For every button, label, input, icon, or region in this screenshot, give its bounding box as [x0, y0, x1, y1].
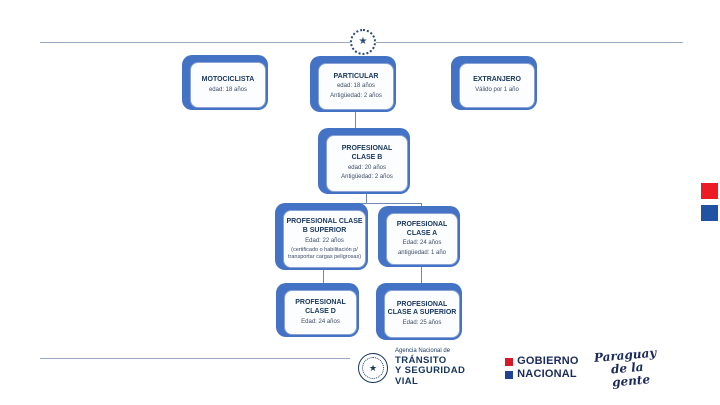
- nacional-row: NACIONAL: [505, 369, 579, 380]
- footer-logos: ★ Agencia Nacional de TRÁNSITO Y SEGURID…: [350, 342, 685, 394]
- node-card: PARTICULAR edad: 18 años Antigüedad: 2 a…: [318, 63, 394, 110]
- node-title: PROFESIONAL CLASE A: [396, 220, 448, 237]
- node-profesional-clase-b: PROFESIONAL CLASE B edad: 20 años Antigü…: [318, 128, 410, 194]
- node-title: PROFESIONAL CLASE D: [295, 299, 346, 315]
- antsv-seal-icon: ★: [358, 353, 388, 383]
- node-title: EXTRANJERO: [473, 76, 521, 84]
- node-detail: Antigüedad: 2 años: [341, 174, 393, 181]
- paraguay-de-la-gente-logo: Paraguay de la gente: [593, 344, 686, 391]
- connector-line: [323, 268, 324, 290]
- star-icon: ★: [368, 362, 378, 373]
- node-detail: Válido por 1 año: [475, 87, 519, 94]
- star-icon: ★: [358, 36, 368, 47]
- node-title: MOTOCICLISTA: [201, 75, 255, 83]
- connector-line: [421, 265, 422, 290]
- blue-square-icon: [505, 370, 514, 379]
- node-detail: edad: 18 años: [336, 83, 376, 90]
- node-detail: Edad: 24 años: [301, 318, 340, 325]
- node-card: PROFESIONAL CLASE A SUPERIOR Edad: 25 añ…: [384, 290, 460, 338]
- node-card: PROFESIONAL CLASE A Edad: 24 años antigü…: [386, 213, 458, 265]
- nacional-label: NACIONAL: [517, 368, 577, 380]
- gobierno-row: GOBIERNO: [505, 356, 579, 367]
- red-flag-mark: [701, 183, 718, 199]
- agency-title-line2: Y SEGURIDAD VIAL: [395, 365, 466, 388]
- node-particular: PARTICULAR edad: 18 años Antigüedad: 2 a…: [310, 56, 396, 112]
- node-profesional-clase-a: PROFESIONAL CLASE A Edad: 24 años antigü…: [378, 206, 460, 267]
- connector-line: [366, 192, 367, 203]
- node-detail: Antigüedad: 2 años: [330, 92, 382, 99]
- node-title: PARTICULAR: [333, 72, 379, 80]
- connector-line: [323, 203, 422, 204]
- node-title: PROFESIONAL CLASE B: [341, 145, 393, 161]
- node-profesional-clase-a-superior: PROFESIONAL CLASE A SUPERIOR Edad: 25 añ…: [376, 283, 462, 340]
- antsv-wordmark: Agencia Nacional de TRÁNSITO Y SEGURIDAD…: [395, 348, 491, 389]
- node-title: PROFESIONAL CLASE B SUPERIOR: [286, 218, 363, 234]
- connector-line: [355, 110, 356, 135]
- node-detail: edad: 18 años: [208, 86, 248, 93]
- agency-subtitle: Agencia Nacional de: [395, 347, 451, 354]
- gobierno-label: GOBIERNO: [517, 355, 579, 367]
- node-detail: Edad: 24 años: [402, 240, 442, 247]
- node-card: PROFESIONAL CLASE B SUPERIOR Edad: 22 añ…: [283, 210, 366, 268]
- node-card: EXTRANJERO Válido por 1 año: [459, 63, 535, 108]
- node-motociclista: MOTOCICLISTA edad: 18 años: [182, 55, 268, 110]
- node-card: MOTOCICLISTA edad: 18 años: [190, 62, 266, 108]
- node-detail: Edad: 25 años: [402, 320, 442, 326]
- node-detail: edad: 20 años: [347, 164, 387, 171]
- node-card: PROFESIONAL CLASE D Edad: 24 años: [284, 290, 357, 335]
- node-detail: antigüedad: 1 año: [397, 249, 447, 256]
- red-square-icon: [505, 357, 514, 366]
- blue-flag-mark: [701, 205, 718, 221]
- seal-inner-ring: ★: [362, 357, 384, 379]
- node-title: PROFESIONAL CLASE A SUPERIOR: [387, 300, 457, 317]
- gobierno-nacional-logo: GOBIERNO NACIONAL: [505, 356, 579, 380]
- node-detail: (certificado o habilitación p/ transport…: [287, 247, 362, 260]
- coat-of-arms-icon: ★: [350, 29, 376, 55]
- node-extranjero: EXTRANJERO Válido por 1 año: [451, 56, 537, 110]
- node-profesional-clase-d: PROFESIONAL CLASE D Edad: 24 años: [276, 283, 359, 337]
- slogan-line2: de la gente: [610, 360, 651, 391]
- node-detail: Edad: 22 años: [305, 237, 344, 244]
- node-profesional-clase-b-superior: PROFESIONAL CLASE B SUPERIOR Edad: 22 añ…: [275, 203, 368, 270]
- agency-title-line1: TRÁNSITO: [395, 354, 447, 366]
- node-card: PROFESIONAL CLASE B edad: 20 años Antigü…: [326, 135, 408, 192]
